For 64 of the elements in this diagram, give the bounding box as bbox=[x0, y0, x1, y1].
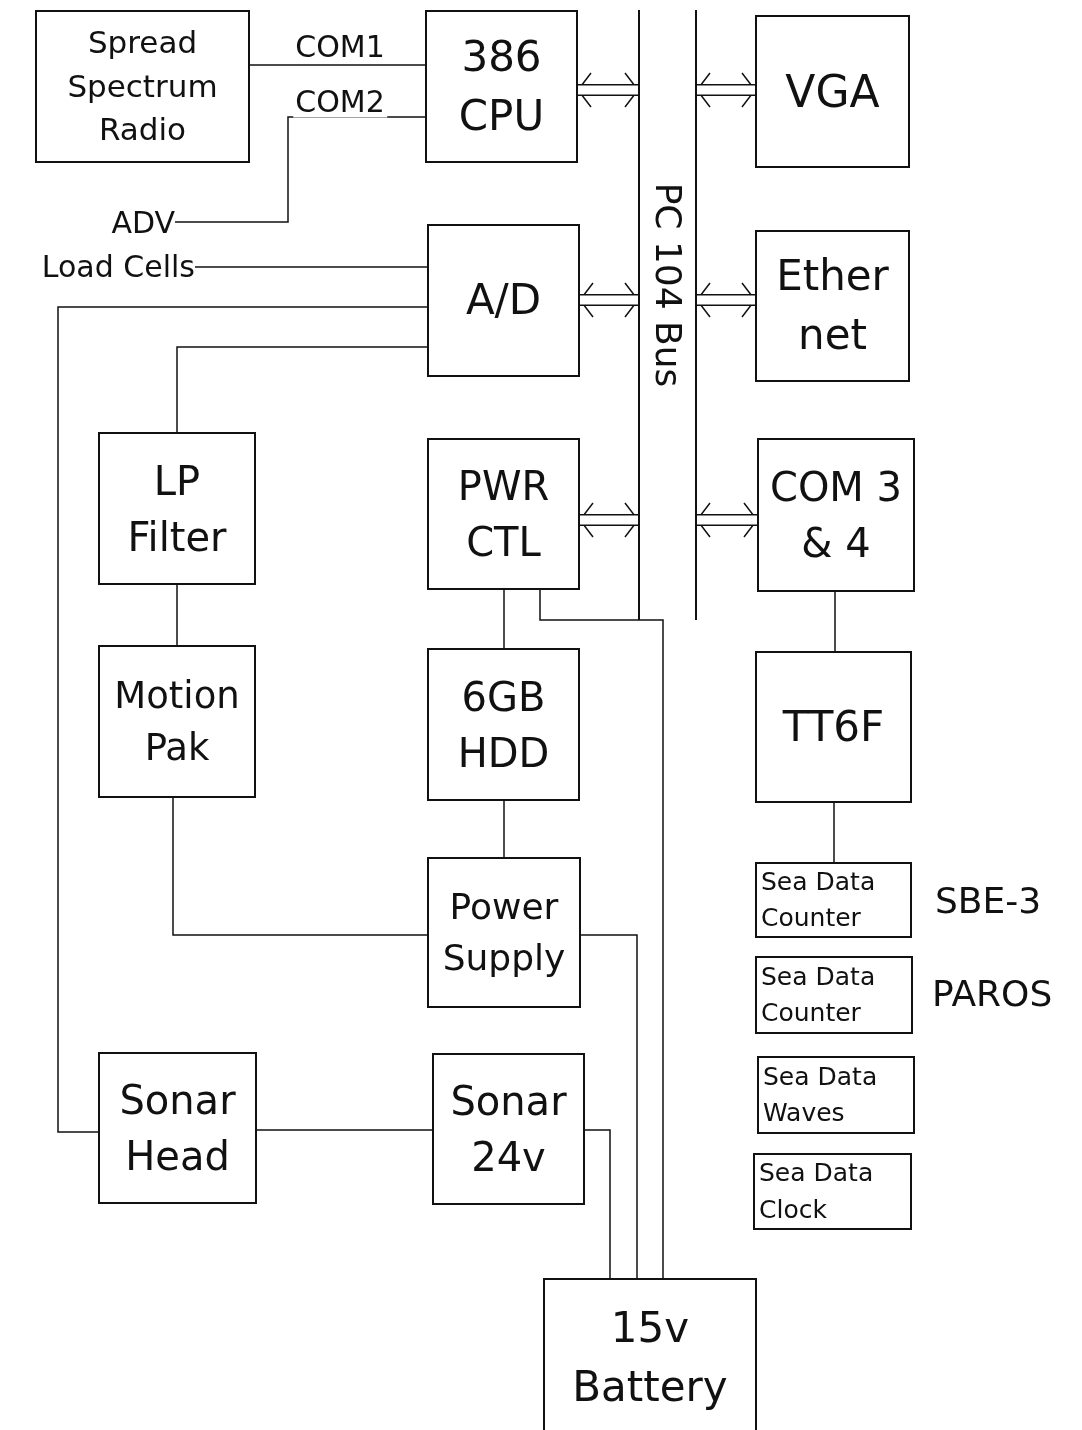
double-arrow bbox=[696, 72, 756, 108]
connector-line bbox=[833, 802, 835, 863]
block-label: 15v Battery bbox=[571, 1302, 729, 1413]
block-label: Motion Pak bbox=[113, 672, 241, 771]
block-label: Spread Spectrum Radio bbox=[66, 23, 219, 150]
double-arrow bbox=[577, 72, 639, 108]
block-label: Sonar 24v bbox=[449, 1077, 568, 1182]
block-label: ADV bbox=[111, 204, 175, 242]
block-box bbox=[755, 956, 913, 1034]
connector-line bbox=[57, 306, 428, 1133]
block-box bbox=[35, 10, 250, 163]
block-label: Sonar Head bbox=[118, 1076, 237, 1181]
block-label: COM 3 & 4 bbox=[768, 463, 904, 568]
sensor-label: PAROS bbox=[932, 973, 1053, 1014]
connector-line bbox=[834, 591, 836, 652]
block-label: Sea Data Clock bbox=[758, 1157, 875, 1226]
bus-band bbox=[638, 10, 697, 620]
connector-line bbox=[503, 589, 505, 649]
block-box bbox=[543, 1278, 757, 1430]
double-arrow bbox=[696, 282, 756, 318]
block-label: 386 CPU bbox=[457, 30, 546, 142]
block-box bbox=[427, 648, 580, 801]
block-box bbox=[757, 438, 915, 592]
block-box bbox=[98, 1052, 257, 1204]
block-label: Power Supply bbox=[441, 885, 567, 980]
block-box bbox=[98, 432, 256, 585]
block-label: Ether net bbox=[775, 250, 890, 361]
block-box bbox=[755, 862, 912, 938]
block-box bbox=[432, 1053, 585, 1205]
block-label: 6GB HDD bbox=[456, 672, 551, 778]
block-label: A/D bbox=[465, 274, 542, 327]
double-arrow bbox=[579, 282, 639, 318]
block-label: VGA bbox=[785, 64, 880, 119]
block-label: Sea Data Waves bbox=[762, 1060, 879, 1129]
block-box bbox=[427, 857, 581, 1008]
block-box bbox=[427, 438, 580, 590]
connector-line bbox=[194, 266, 428, 268]
connector-line bbox=[172, 797, 428, 936]
block-label: TT6F bbox=[782, 700, 885, 753]
block-label: Sea Data Counter bbox=[760, 865, 877, 934]
connector-line bbox=[503, 800, 505, 858]
block-label: Load Cells bbox=[41, 248, 195, 286]
connector-line bbox=[176, 346, 428, 433]
connector-line bbox=[539, 589, 664, 1279]
sensor-label: SBE-3 bbox=[935, 880, 1042, 921]
block-box bbox=[755, 15, 910, 168]
connector-line bbox=[584, 1129, 611, 1279]
double-arrow bbox=[579, 502, 639, 538]
block-label: LP Filter bbox=[126, 456, 228, 562]
block-box bbox=[98, 645, 256, 798]
block-box bbox=[425, 10, 578, 163]
block-box bbox=[755, 230, 910, 382]
block-box bbox=[753, 1153, 912, 1230]
connector-line bbox=[580, 934, 638, 1279]
connector-line bbox=[176, 584, 178, 646]
connector-line bbox=[249, 64, 426, 66]
connector-line bbox=[256, 1129, 433, 1131]
block-box bbox=[757, 1056, 915, 1134]
block-box bbox=[427, 224, 580, 377]
block-box bbox=[755, 651, 912, 803]
block-label: Sea Data Counter bbox=[760, 960, 877, 1029]
double-arrow bbox=[696, 502, 758, 538]
bus-label: PC 104 Bus bbox=[647, 182, 688, 387]
block-label: PWR CTL bbox=[456, 462, 551, 567]
